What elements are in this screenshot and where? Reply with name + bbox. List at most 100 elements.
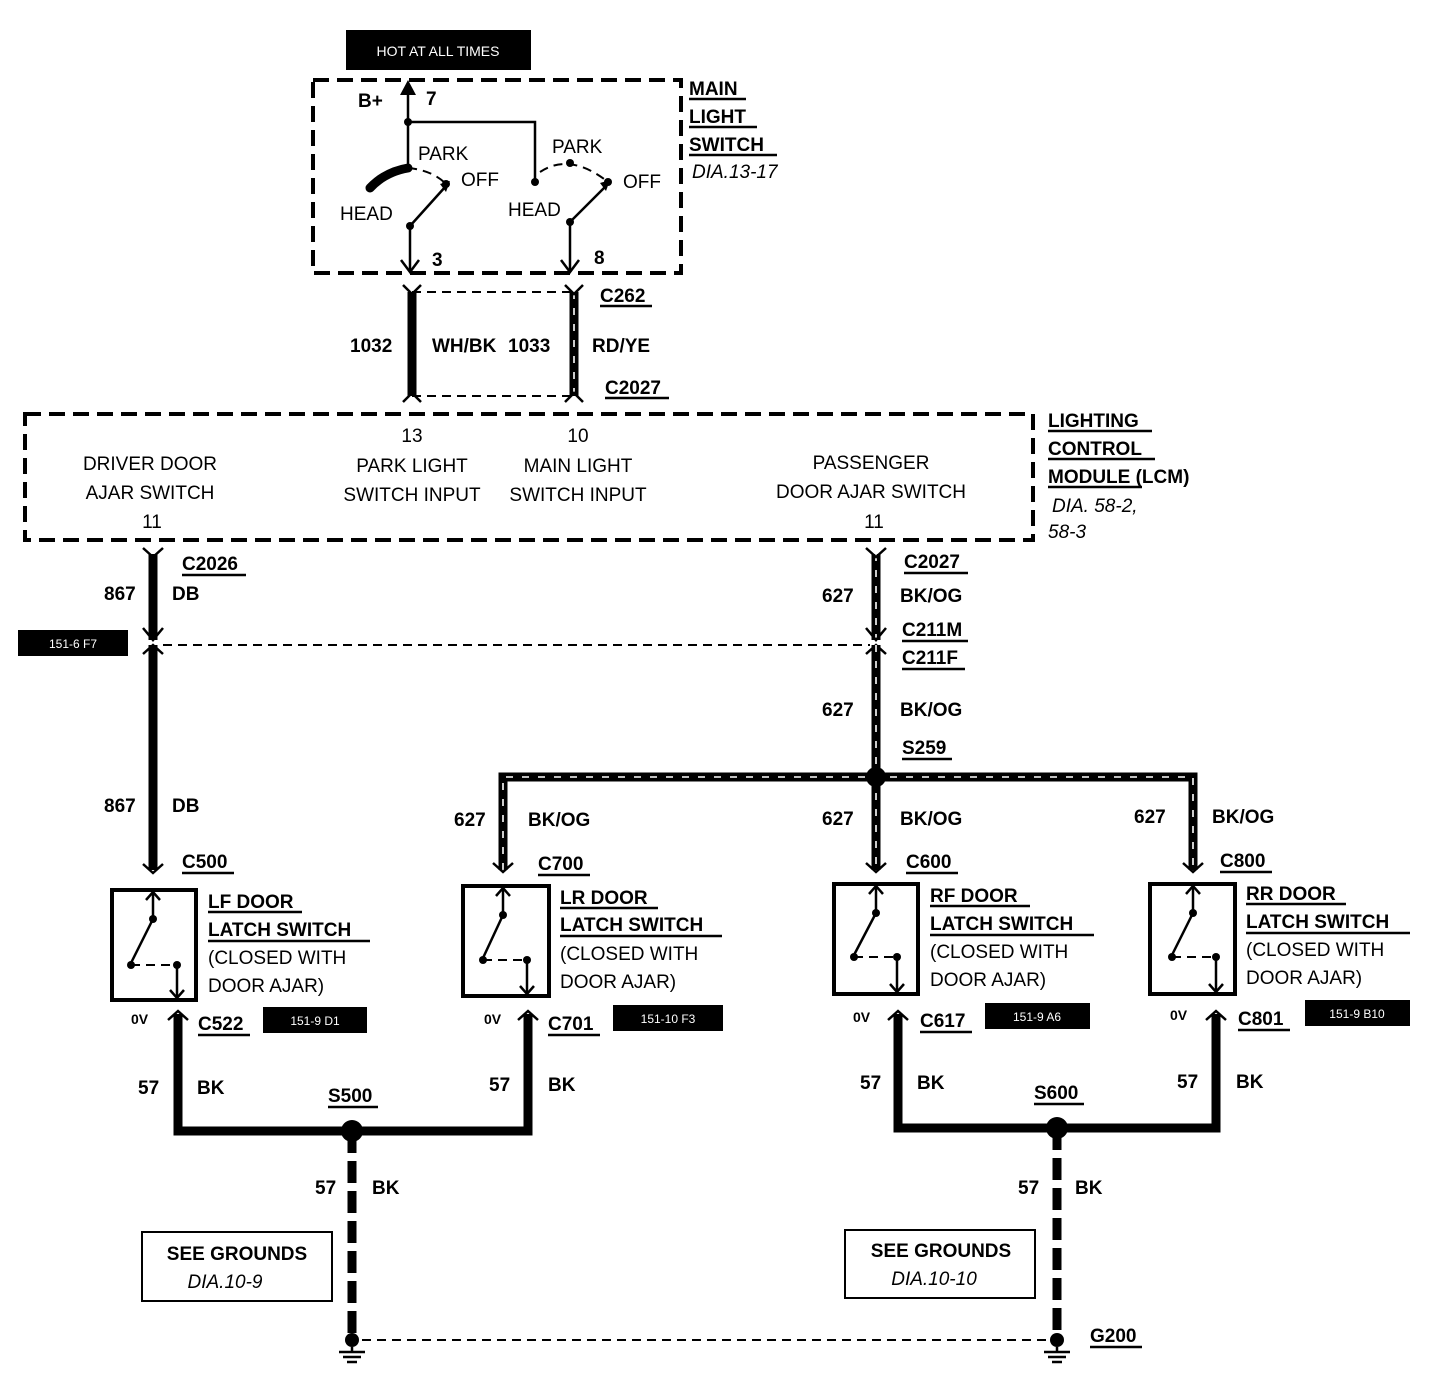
head-contact [531, 178, 539, 186]
ground-symbol-g200 [1044, 1333, 1070, 1364]
upper-wires: C262 1032 WH/BK 1033 RD/YE C2027 [350, 284, 669, 403]
park-input-label-1: PARK LIGHT [356, 456, 468, 477]
circuit-627-lr-label: 627 [454, 810, 486, 831]
main-input-label-2: SWITCH INPUT [509, 485, 647, 506]
lr-voltage-label: 0V [484, 1011, 502, 1027]
c600-label: C600 [906, 852, 951, 873]
switch-blade-2 [569, 185, 607, 223]
color-bkog-lr-label: BK/OG [528, 810, 590, 831]
main-light-switch-box [311, 78, 683, 275]
park-contact [566, 159, 574, 167]
lf-switch-box [110, 888, 198, 1002]
driver-door-label-1: DRIVER DOOR [83, 454, 217, 475]
s500-label: S500 [328, 1086, 372, 1107]
circuit-1032-label: 1032 [350, 336, 392, 357]
main-switch-title-1: MAIN [689, 79, 738, 100]
lf-switch-note-2: DOOR AJAR) [208, 976, 324, 997]
lf-switch-name-2: LATCH SWITCH [208, 920, 351, 941]
ref-tag-151-9-b10 [1305, 1000, 1410, 1026]
ref-tag-151-10-f3 [613, 1005, 723, 1031]
distribution-bus: 627 BK/OG C700 627 BK/OG C600 627 BK/OG … [454, 767, 1274, 877]
pin-7-label: 7 [426, 89, 437, 110]
ref-tag-151-9-a6 [985, 1003, 1090, 1029]
rr-voltage-label: 0V [1170, 1007, 1188, 1023]
output-arrow [400, 259, 420, 275]
g200-label: G200 [1090, 1326, 1136, 1347]
park-label-2: PARK [552, 137, 603, 158]
rf-switch-box [832, 882, 920, 996]
b-plus-label: B+ [358, 91, 383, 112]
park-arc [407, 167, 447, 185]
color-rdye-label: RD/YE [592, 336, 650, 357]
rf-color-bk: BK [917, 1073, 945, 1094]
lr-switch-box [461, 884, 551, 998]
c700-label: C700 [538, 854, 583, 875]
color-whbk-label: WH/BK [432, 336, 497, 357]
rr-switch-name-2: LATCH SWITCH [1246, 912, 1389, 933]
lighting-control-module: 13 10 DRIVER DOOR AJAR SWITCH PARK LIGHT… [23, 411, 1189, 543]
lcm-pin-11-left: 11 [142, 512, 162, 533]
ground-circuits: 0V C522 151-9 D1 57 BK 0V C701 151-10 F3… [131, 1000, 1410, 1364]
c2026-label: C2026 [182, 554, 238, 575]
c617-label: C617 [920, 1011, 965, 1032]
lf-door-latch-switch: LF DOOR LATCH SWITCH (CLOSED WITH DOOR A… [110, 888, 370, 1002]
rr-switch-note-1: (CLOSED WITH [1246, 940, 1384, 961]
circuit-627-label: 627 [822, 586, 854, 607]
ref-tag-151-9-a6-text: 151-9 A6 [1013, 1010, 1061, 1024]
rr-circuit-57: 57 [1177, 1072, 1198, 1093]
pin-3-label: 3 [432, 250, 443, 271]
lr-switch-note-2: DOOR AJAR) [560, 972, 676, 993]
color-db-label-2: DB [172, 796, 199, 817]
see-grounds-right-ref: DIA.10-10 [891, 1269, 977, 1290]
driver-door-label-2: AJAR SWITCH [86, 483, 215, 504]
color-bkog-rf-label: BK/OG [900, 809, 962, 830]
rf-switch-name: RF DOOR [930, 886, 1018, 907]
rr-door-latch-switch: RR DOOR LATCH SWITCH (CLOSED WITH DOOR A… [1148, 882, 1410, 996]
main-light-switch: HOT AT ALL TIMES B+ 7 PARK OFF HEAD 3 [311, 30, 779, 275]
lr-color-bk: BK [548, 1075, 576, 1096]
ref-tag-151-10-f3-text: 151-10 F3 [641, 1012, 696, 1026]
ground-right-circuit: 57 [1018, 1178, 1039, 1199]
ground-right-color: BK [1075, 1178, 1103, 1199]
b-plus-arrow [400, 80, 416, 95]
s600-label: S600 [1034, 1083, 1078, 1104]
park-arc-2 [539, 163, 609, 183]
main-switch-title-2: LIGHT [689, 107, 746, 128]
rf-switch-name-2: LATCH SWITCH [930, 914, 1073, 935]
lf-voltage-label: 0V [131, 1011, 149, 1027]
lf-circuit-57: 57 [138, 1078, 159, 1099]
c801-label: C801 [1238, 1009, 1284, 1030]
blade-arrow-2 [600, 180, 610, 191]
head-label-1: HEAD [340, 204, 393, 225]
passenger-door-circuit: C2027 627 BK/OG C211M C211F 627 BK/OG S2… [822, 547, 968, 777]
color-bkog-label: BK/OG [900, 586, 962, 607]
c2027-lower-label: C2027 [904, 552, 960, 573]
main-switch-title-3: SWITCH [689, 135, 764, 156]
see-grounds-left-ref: DIA.10-9 [188, 1272, 263, 1293]
rr-switch-box [1148, 882, 1237, 996]
ref-tag-151-6-f7 [18, 630, 128, 656]
lf-color-bk: BK [197, 1078, 225, 1099]
see-grounds-right-box [844, 1229, 1036, 1299]
off-label-1: OFF [461, 170, 499, 191]
rr-switch-note-2: DOOR AJAR) [1246, 968, 1362, 989]
main-switch-ref: DIA.13-17 [692, 162, 779, 183]
lcm-title-3: MODULE (LCM) [1048, 467, 1189, 488]
ref-tag-151-9-d1 [263, 1007, 367, 1033]
splice-s259 [866, 767, 886, 787]
driver-door-circuit: C2026 867 DB 151-6 F7 867 DB C500 [18, 547, 246, 875]
circuit-627-rr-label: 627 [1134, 807, 1166, 828]
switch-blade [409, 185, 447, 227]
color-bkog-rr-label: BK/OG [1212, 807, 1274, 828]
circuit-627-label-2: 627 [822, 700, 854, 721]
lcm-pin-13: 13 [401, 426, 422, 447]
lcm-pin-10: 10 [567, 426, 588, 447]
lcm-ref-1: DIA. 58-2, [1052, 496, 1138, 517]
rf-circuit-57: 57 [860, 1073, 881, 1094]
lf-switch-name: LF DOOR [208, 892, 294, 913]
rf-door-latch-switch: RF DOOR LATCH SWITCH (CLOSED WITH DOOR A… [832, 882, 1094, 996]
lr-door-latch-switch: LR DOOR LATCH SWITCH (CLOSED WITH DOOR A… [461, 884, 722, 998]
main-input-label-1: MAIN LIGHT [524, 456, 633, 477]
rf-switch-note-2: DOOR AJAR) [930, 970, 1046, 991]
c211m-label: C211M [902, 620, 962, 641]
